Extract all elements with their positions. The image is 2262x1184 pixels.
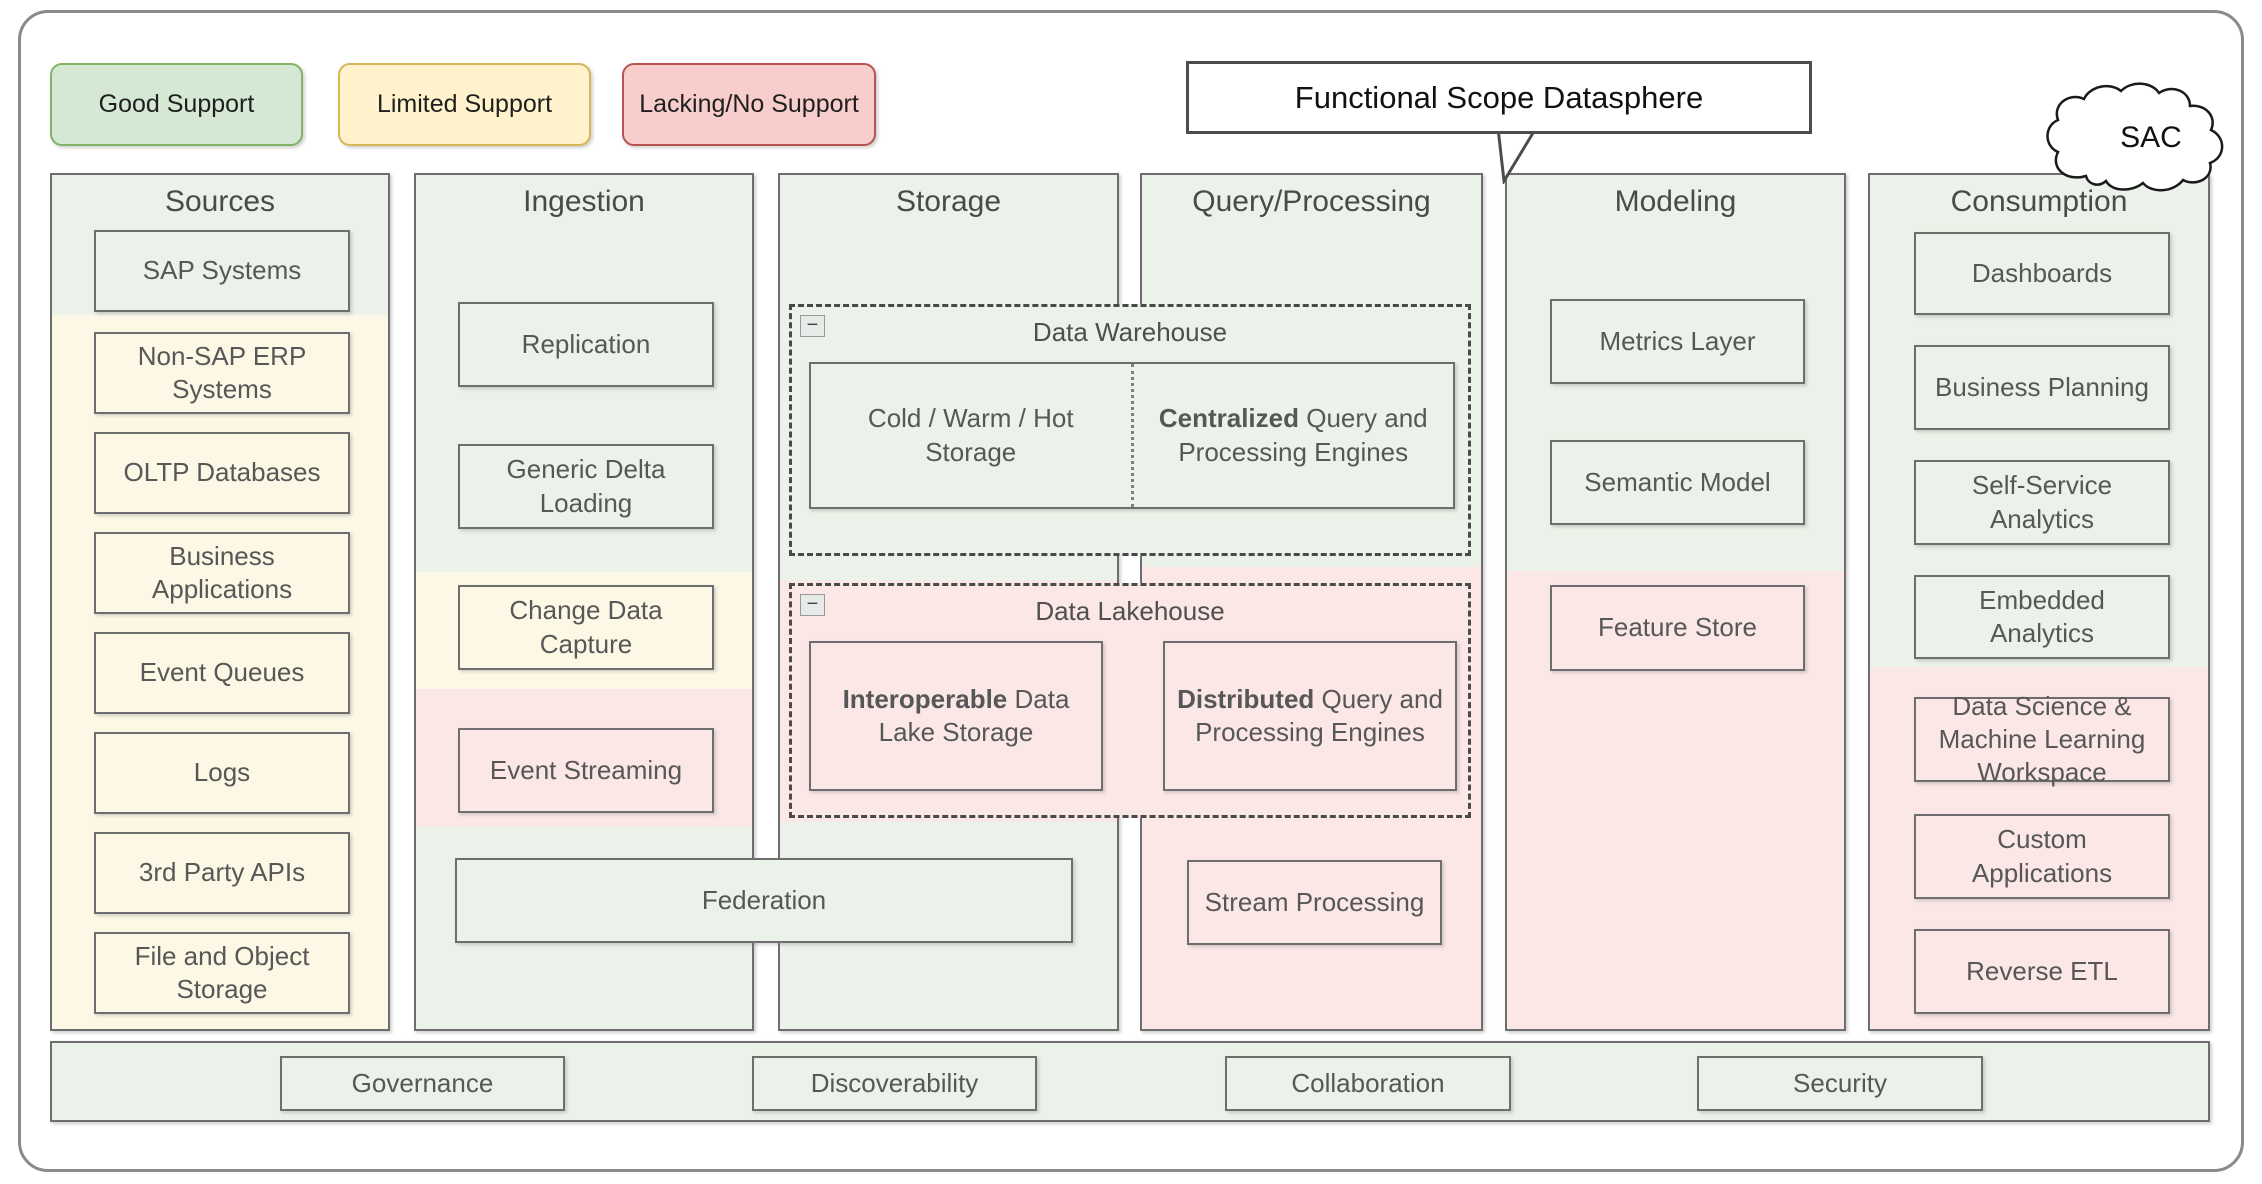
box-metrics-layer: Metrics Layer: [1550, 299, 1805, 384]
box-label: Interoperable Data Lake Storage: [842, 683, 1070, 747]
box-oltp-databases: OLTP Databases: [94, 432, 350, 514]
box-feature-store: Feature Store: [1550, 585, 1805, 671]
box-3rd-party-apis: 3rd Party APIs: [94, 832, 350, 914]
box-cold-warm-hot-storage: Cold / Warm / Hot Storage: [811, 364, 1131, 507]
box-change-data-capture: Change Data Capture: [458, 585, 714, 670]
box-event-streaming: Event Streaming: [458, 728, 714, 813]
box-governance: Governance: [280, 1056, 565, 1111]
box-reverse-etl: Reverse ETL: [1914, 929, 2170, 1014]
box-embedded-analytics: Embedded Analytics: [1914, 575, 2170, 659]
box-dashboards: Dashboards: [1914, 232, 2170, 315]
box-replication: Replication: [458, 302, 714, 387]
column-sources: Sources SAP Systems Non-SAP ERP Systems …: [50, 173, 390, 1031]
legend-limited-support: Limited Support: [338, 63, 591, 146]
box-centralized-query-engines: Centralized Query and Processing Engines: [1134, 364, 1454, 507]
group-data-warehouse: − Data Warehouse Cold / Warm / Hot Stora…: [789, 304, 1471, 556]
box-label: Cold / Warm / Hot Storage: [867, 403, 1074, 467]
legend-lacking-no-support: Lacking/No Support: [622, 63, 876, 146]
callout-tail: [1496, 126, 1539, 184]
box-generic-delta-loading: Generic Delta Loading: [458, 444, 714, 529]
column-title-storage: Storage: [895, 185, 1002, 218]
box-logs: Logs: [94, 732, 350, 814]
column-title-sources: Sources: [164, 185, 276, 218]
column-title-query-processing: Query/Processing: [1192, 185, 1431, 218]
collapse-icon[interactable]: −: [800, 594, 825, 616]
sac-cloud: SAC: [2042, 80, 2226, 192]
box-discoverability: Discoverability: [752, 1056, 1037, 1111]
callout-functional-scope: Functional Scope Datasphere: [1186, 61, 1812, 134]
box-stream-processing: Stream Processing: [1187, 860, 1442, 945]
box-warehouse-engine: Cold / Warm / Hot Storage Centralized Qu…: [809, 362, 1455, 509]
dotted-divider: [1130, 364, 1134, 507]
column-title-consumption: Consumption: [1950, 185, 2128, 218]
column-modeling: Modeling Metrics Layer Semantic Model Fe…: [1505, 173, 1846, 1031]
box-event-queues: Event Queues: [94, 632, 350, 714]
column-title-ingestion: Ingestion: [523, 185, 645, 218]
cloud-icon: [2046, 82, 2224, 192]
box-label: Distributed Query and Processing Engines: [1177, 683, 1443, 747]
sac-label: SAC: [2120, 121, 2182, 154]
group-data-lakehouse: − Data Lakehouse Interoperable Data Lake…: [789, 583, 1471, 818]
box-file-and-object-storage: File and Object Storage: [94, 932, 350, 1014]
box-non-sap-erp-systems: Non-SAP ERP Systems: [94, 332, 350, 414]
box-business-planning: Business Planning: [1914, 345, 2170, 430]
box-semantic-model: Semantic Model: [1550, 440, 1805, 525]
collapse-icon[interactable]: −: [800, 315, 825, 337]
box-label: Centralized Query and Processing Engines: [1158, 403, 1428, 467]
column-consumption: Consumption Dashboards Business Planning…: [1868, 173, 2210, 1031]
legend-good-support: Good Support: [50, 63, 303, 146]
box-business-applications: Business Applications: [94, 532, 350, 614]
column-title-modeling: Modeling: [1614, 185, 1737, 218]
box-security: Security: [1697, 1056, 1983, 1111]
box-self-service-analytics: Self-Service Analytics: [1914, 460, 2170, 545]
group-title-data-lakehouse: Data Lakehouse: [1035, 596, 1225, 626]
foundation-bar: Governance Discoverability Collaboration…: [50, 1041, 2210, 1122]
box-custom-applications: Custom Applications: [1914, 814, 2170, 899]
box-data-science-ml-workspace: Data Science & Machine Learning Workspac…: [1914, 691, 2170, 787]
box-distributed-query-engines: Distributed Query and Processing Engines: [1163, 641, 1457, 791]
box-interoperable-data-lake-storage: Interoperable Data Lake Storage: [809, 641, 1103, 791]
box-federation: Federation: [455, 858, 1073, 943]
group-title-data-warehouse: Data Warehouse: [1032, 317, 1228, 347]
box-sap-systems: SAP Systems: [94, 230, 350, 312]
box-collaboration: Collaboration: [1225, 1056, 1511, 1111]
